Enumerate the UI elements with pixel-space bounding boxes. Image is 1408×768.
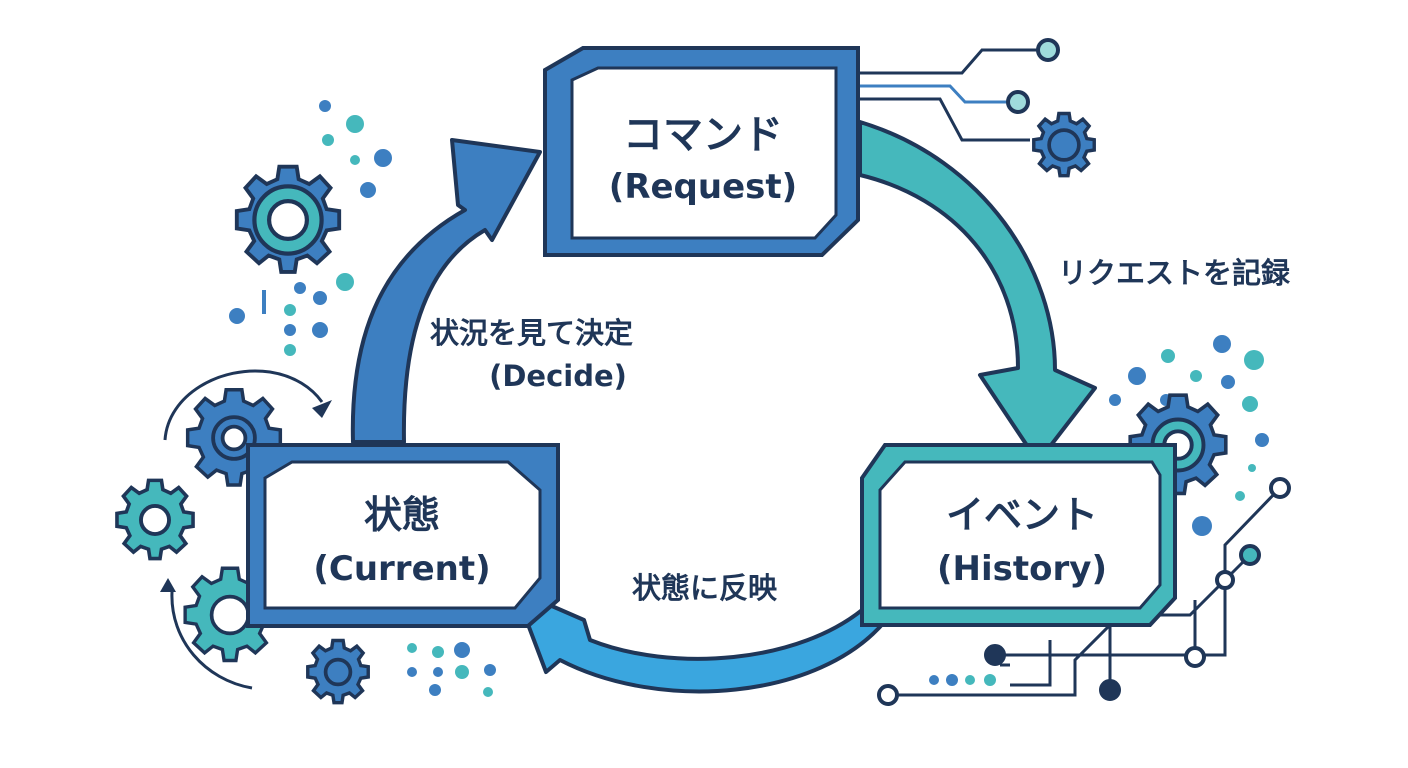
node-event-title: イベント	[946, 493, 1098, 537]
node-event: イベント (History)	[860, 443, 1177, 627]
node-command: コマンド (Request)	[543, 46, 860, 257]
node-event-subtitle: (History)	[937, 549, 1107, 589]
node-state-subtitle: (Current)	[313, 549, 490, 589]
node-command-title: コマンド	[623, 112, 783, 158]
circuit-nodes-top-right	[1006, 38, 1060, 114]
gear-icon	[237, 167, 339, 272]
node-command-subtitle: (Request)	[609, 167, 797, 207]
arrowhead-icon	[160, 400, 332, 592]
edge-label-decide-line2: (Decide)	[489, 359, 627, 393]
arrow-state-to-command	[350, 138, 542, 444]
decorative-dots	[229, 100, 1269, 697]
gear-icon	[1031, 111, 1097, 178]
edge-label-reflect-state: 状態に反映	[632, 571, 778, 605]
arrow-command-to-event	[858, 120, 1097, 464]
edge-label-record-request: リクエストを記録	[1058, 256, 1291, 290]
gear-icon	[305, 638, 371, 705]
edge-label-decide-line1: 状況を見て決定	[430, 316, 633, 350]
circuit-lines-top-right	[858, 48, 1040, 142]
rotation-arrow-icon	[163, 369, 324, 690]
circuit-nodes-bottom-right	[877, 477, 1291, 706]
node-state-title: 状態	[364, 493, 440, 537]
arrow-event-to-state	[513, 588, 888, 694]
node-state: 状態 (Current)	[246, 443, 560, 628]
gear-icon	[115, 478, 195, 561]
gear-icon	[185, 387, 283, 487]
